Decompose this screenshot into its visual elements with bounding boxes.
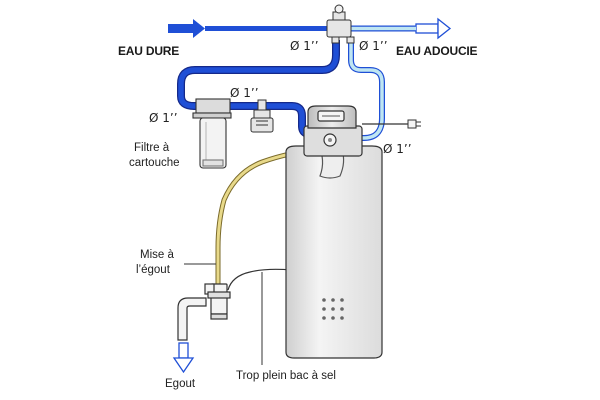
- hard-water-label: EAU DURE: [118, 44, 180, 58]
- overflow-label: Trop plein bac à sel: [236, 370, 336, 382]
- soft-water-pipe: [347, 25, 416, 141]
- cartridge-filter: [192, 98, 232, 169]
- filter-label-line1: Filtre à: [134, 142, 170, 154]
- drain-label-line1: Mise à: [140, 249, 174, 261]
- bypass-valve: [326, 4, 355, 44]
- overflow-line: [227, 268, 293, 291]
- filter-diameter-label: Ø 1’’: [149, 111, 178, 125]
- drain-standpipe: [177, 283, 231, 341]
- control-valve-head: [303, 105, 363, 157]
- hard-water-arrow: [168, 19, 205, 38]
- power-cable: [362, 119, 421, 129]
- isolation-valve: [250, 99, 274, 133]
- soft-water-label: EAU ADOUCIE: [396, 44, 478, 58]
- soft-water-arrow: [415, 17, 452, 40]
- sewer-label: Egout: [165, 378, 196, 390]
- outlet-diameter-label: Ø 1’’: [359, 39, 388, 53]
- cabinet-vent-holes: [322, 298, 344, 320]
- inlet-diameter-label: Ø 1’’: [290, 39, 319, 53]
- softener-diameter-label: Ø 1’’: [383, 142, 412, 156]
- drain-label-line2: l’égout: [136, 264, 170, 276]
- filter-label-line2: cartouche: [129, 157, 180, 169]
- pipe-diameter-label: Ø 1’’: [230, 86, 259, 100]
- softener-cabinet: [285, 143, 383, 359]
- sewer-outlet-arrow: [172, 342, 195, 374]
